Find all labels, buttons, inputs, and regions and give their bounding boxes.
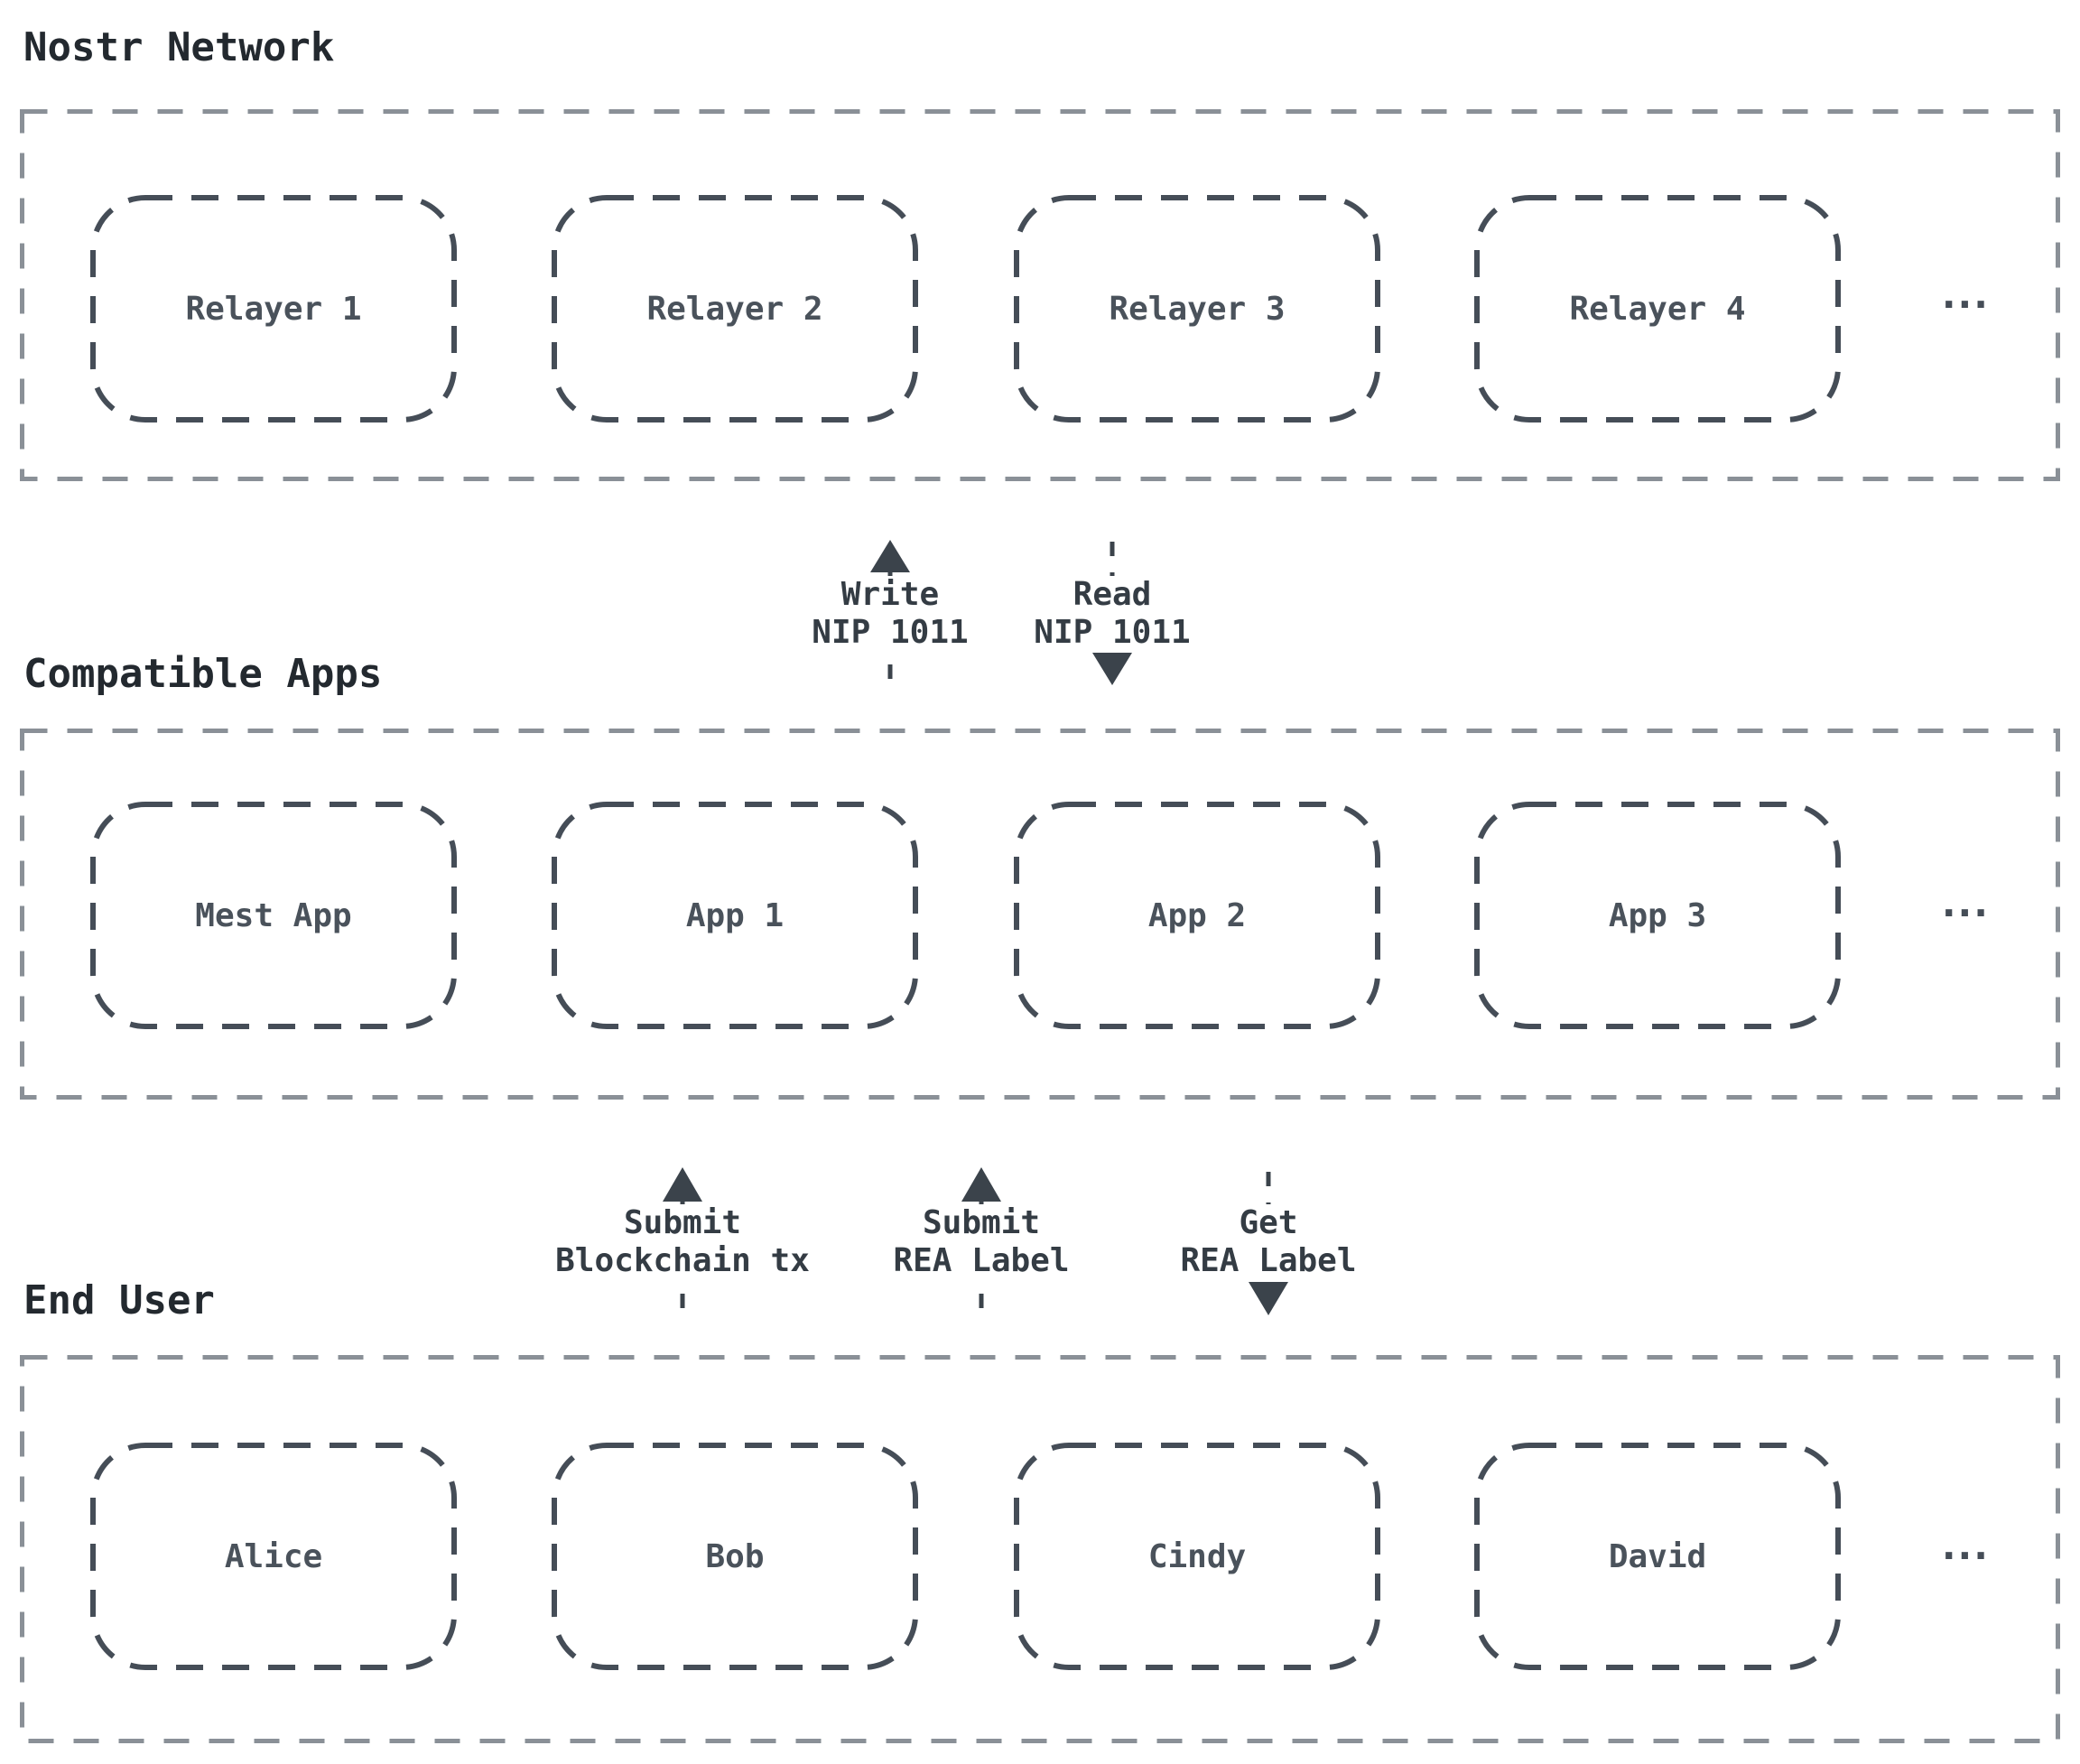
node-relayer-2: Relayer 2 [552,195,918,422]
edge-label-write-nip: Write NIP 1011 [803,576,978,652]
more-apps-ellipsis: ... [1936,880,1992,926]
node-label: Relayer 3 [1109,290,1286,328]
edge-label-line: REA Label [1180,1242,1357,1279]
edge-label-submit-blockchain-tx: Submit Blockchain tx [546,1204,819,1280]
node-app-2: App 2 [1014,802,1380,1029]
more-users-ellipsis: ... [1936,1523,1992,1569]
node-relayer-1: Relayer 1 [90,195,457,422]
node-cindy: Cindy [1014,1443,1380,1670]
edge-label-line: NIP 1011 [812,614,969,651]
node-label: App 1 [685,896,785,934]
edge-label-get-rea-label: Get REA Label [1171,1204,1366,1280]
node-label: Alice [224,1537,323,1575]
node-label: Mest App [195,896,352,934]
node-app-1: App 1 [552,802,918,1029]
edge-label-line: Blockchain tx [555,1242,810,1279]
node-label: App 3 [1608,896,1707,934]
node-alice: Alice [90,1443,457,1670]
edge-label-read-nip: Read NIP 1011 [1025,576,1200,652]
container-end-user [20,1355,2060,1743]
node-app-3: App 3 [1474,802,1841,1029]
node-label: App 2 [1147,896,1247,934]
edge-label-line: Get [1239,1204,1298,1241]
edge-label-line: Submit [922,1204,1041,1241]
section-title-end-user: End User [23,1277,215,1323]
edge-label-line: NIP 1011 [1034,614,1191,651]
submit-blockchain-tx-arrow-up-icon [663,1167,702,1322]
more-relayers-ellipsis: ... [1936,272,1992,318]
edge-label-line: Read [1072,576,1152,613]
edge-label-line: Write [840,576,940,613]
section-title-nostr-network: Nostr Network [23,24,335,70]
node-label: David [1608,1537,1707,1575]
submit-rea-label-arrow-up-icon [961,1167,1001,1322]
edge-label-submit-rea-label: Submit REA Label [884,1204,1079,1280]
node-label: Relayer 2 [646,290,823,328]
get-rea-label-arrow-down-icon [1249,1172,1288,1315]
node-label: Relayer 1 [185,290,362,328]
node-label: Cindy [1147,1537,1247,1575]
edge-label-line: REA Label [893,1242,1070,1279]
node-label: Bob [705,1537,765,1575]
write-arrow-up-icon [870,540,910,693]
container-compatible-apps [20,729,2060,1100]
node-relayer-3: Relayer 3 [1014,195,1380,422]
edge-label-line: Submit [623,1204,742,1241]
node-bob: Bob [552,1443,918,1670]
container-nostr-network [20,109,2060,481]
section-title-compatible-apps: Compatible Apps [23,651,383,697]
node-david: David [1474,1443,1841,1670]
node-mest-app: Mest App [90,802,457,1029]
node-relayer-4: Relayer 4 [1474,195,1841,422]
node-label: Relayer 4 [1569,290,1746,328]
